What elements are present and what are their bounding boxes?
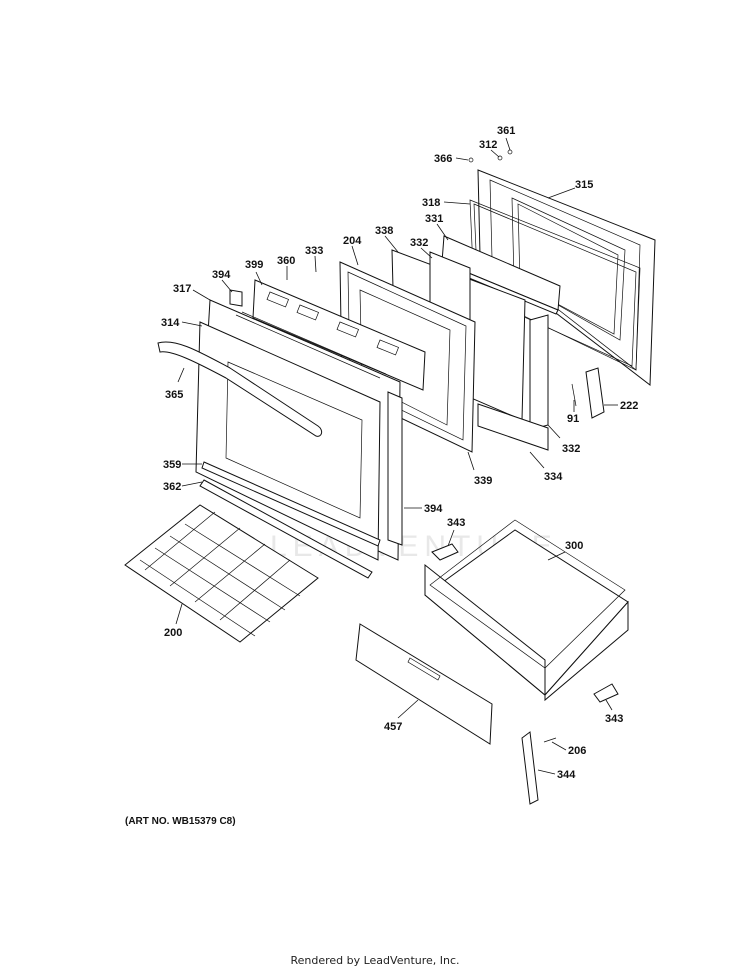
- callout-206: 206: [568, 745, 586, 757]
- part-399-vent-panel: [252, 279, 426, 391]
- part-365-door-handle: [157, 341, 323, 437]
- part-206-screw: [543, 737, 557, 743]
- callout-315: 315: [575, 179, 593, 191]
- callout-331: 331: [425, 213, 443, 225]
- callout-312: 312: [479, 139, 497, 151]
- callout-399: 399: [245, 259, 263, 271]
- callout-343-right: 343: [605, 713, 623, 725]
- callout-332-side: 332: [562, 443, 580, 455]
- part-332-insulation-side: [529, 314, 549, 431]
- callout-362: 362: [163, 481, 181, 493]
- callout-339: 339: [474, 475, 492, 487]
- part-300-storage-drawer: [424, 519, 629, 702]
- part-200-oven-rack: [124, 504, 319, 643]
- part-359-bottom-trim: [201, 461, 381, 547]
- part-334-insulation-bottom: [477, 403, 549, 451]
- leader-lines: [175, 137, 618, 775]
- callout-317: 317: [173, 283, 191, 295]
- part-315-door-inner-frame: [477, 169, 656, 386]
- part-394-door-support-upper: [229, 289, 243, 307]
- callout-318: 318: [422, 197, 440, 209]
- part-343-drawer-glide-left: [431, 543, 459, 561]
- callout-394-lower: 394: [424, 503, 443, 515]
- part-362-vent-trim: [199, 479, 373, 579]
- part-457-drawer-front: [355, 623, 493, 745]
- callout-333: 333: [305, 245, 323, 257]
- part-343-drawer-glide-right: [593, 683, 619, 703]
- callout-360: 360: [277, 255, 295, 267]
- part-91-screw: [571, 383, 577, 407]
- callout-394-upper: 394: [212, 269, 231, 281]
- callout-300: 300: [565, 540, 583, 552]
- callout-200: 200: [164, 627, 182, 639]
- callout-labels: 361 312 366 315 318 331 338 332 204 333 …: [161, 125, 638, 781]
- art-number: (ART NO. WB15379 C8): [125, 816, 236, 827]
- callout-344: 344: [557, 769, 576, 781]
- part-394-door-support-lower: [387, 391, 403, 546]
- callout-91: 91: [567, 413, 579, 425]
- callout-204: 204: [343, 235, 362, 247]
- footer-credit: Rendered by LeadVenture, Inc.: [290, 954, 460, 967]
- callout-343-left: 343: [447, 517, 465, 529]
- callout-361: 361: [497, 125, 515, 137]
- part-222-door-hinge: [585, 367, 605, 419]
- callout-365: 365: [165, 389, 183, 401]
- callout-222: 222: [620, 400, 638, 412]
- part-361-312-366-fasteners: [468, 149, 513, 163]
- callout-338: 338: [375, 225, 393, 237]
- callout-366: 366: [434, 153, 452, 165]
- callout-457: 457: [384, 721, 402, 733]
- part-344-drawer-rail: [521, 731, 539, 805]
- callout-332-upper: 332: [410, 237, 428, 249]
- callout-359: 359: [163, 459, 181, 471]
- callout-334: 334: [544, 471, 563, 483]
- callout-314: 314: [161, 317, 180, 329]
